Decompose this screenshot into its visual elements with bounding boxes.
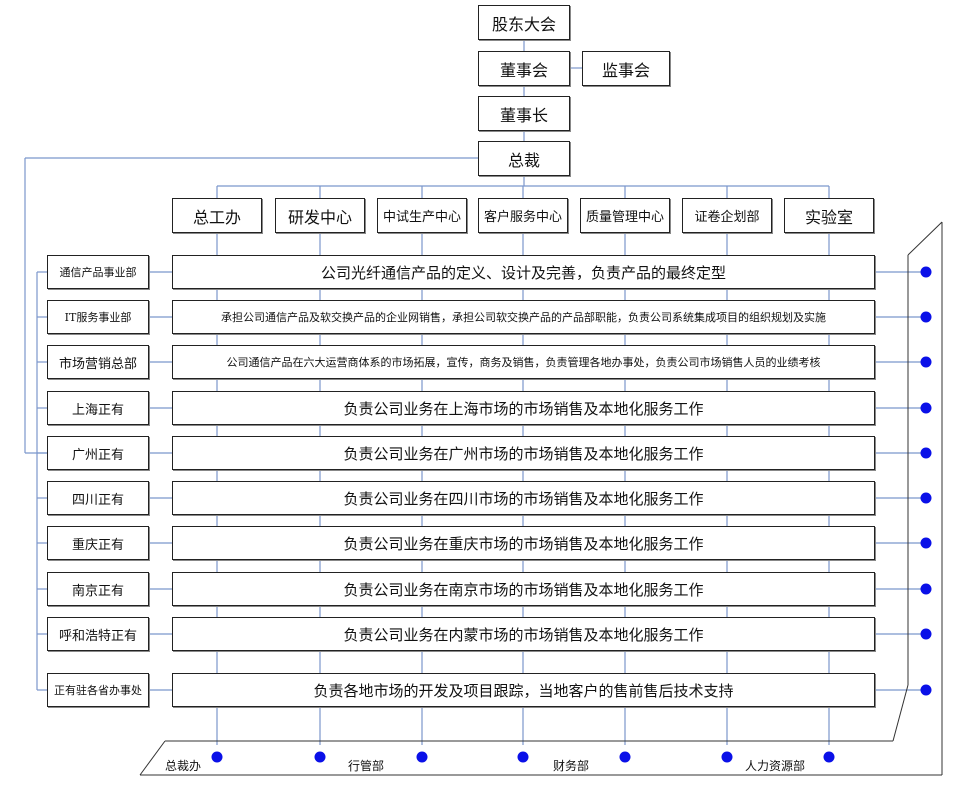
connector-line (892, 684, 909, 742)
unit-node: 通信产品事业部 (47, 255, 149, 289)
duty-box: 负责公司业务在四川市场的市场销售及本地化服务工作 (172, 481, 875, 515)
junction-dot (517, 751, 529, 763)
connector-line (139, 740, 166, 776)
junction-dot (314, 751, 326, 763)
junction-dot (920, 492, 932, 504)
junction-dot (920, 266, 932, 278)
junction-dot (920, 684, 932, 696)
junction-dot (920, 583, 932, 595)
junction-dot (920, 311, 932, 323)
unit-node: 上海正有 (47, 391, 149, 425)
duty-box: 公司通信产品在六大运营商体系的市场拓展，宣传，商务及销售，负责管理各地办事处，负… (172, 345, 875, 379)
center-node: 质量管理中心 (580, 198, 670, 233)
junction-dot (920, 402, 932, 414)
center-node: 实验室 (784, 198, 874, 233)
center-node: 总工办 (172, 198, 262, 233)
duty-box: 负责公司业务在上海市场的市场销售及本地化服务工作 (172, 391, 875, 425)
duty-box: 公司光纤通信产品的定义、设计及完善，负责产品的最终定型 (172, 255, 875, 289)
junction-dot (920, 628, 932, 640)
unit-node: 广州正有 (47, 436, 149, 470)
junction-dot (920, 447, 932, 459)
junction-dot (920, 537, 932, 549)
unit-node: IT服务事业部 (47, 300, 149, 334)
junction-dot (721, 751, 733, 763)
duty-box: 负责公司业务在内蒙市场的市场销售及本地化服务工作 (172, 617, 875, 651)
unit-node: 市场营销总部 (47, 345, 149, 379)
junction-dot (619, 751, 631, 763)
unit-node: 呼和浩特正有 (47, 617, 149, 651)
support-dept-label: 人力资源部 (745, 759, 806, 773)
junction-dot (920, 356, 932, 368)
junction-dot (823, 751, 835, 763)
center-node: 客户服务中心 (478, 198, 568, 233)
duty-box: 负责公司业务在重庆市场的市场销售及本地化服务工作 (172, 526, 875, 560)
duty-box: 负责公司业务在广州市场的市场销售及本地化服务工作 (172, 436, 875, 470)
unit-node: 重庆正有 (47, 526, 149, 560)
node-board: 董事会 (478, 51, 570, 86)
center-node: 中试生产中心 (377, 198, 467, 233)
node-supervisors: 监事会 (582, 51, 670, 86)
center-node: 研发中心 (275, 198, 365, 233)
duty-box: 承担公司通信产品及软交换产品的企业网销售，承担公司软交换产品的产品部职能，负责公… (172, 300, 875, 334)
support-dept-label: 总裁办 (165, 759, 202, 773)
center-node: 证卷企划部 (682, 198, 772, 233)
junction-dot (416, 751, 428, 763)
unit-node: 正有驻各省办事处 (47, 673, 149, 707)
connector-line (907, 221, 943, 256)
unit-node: 四川正有 (47, 481, 149, 515)
duty-box: 负责各地市场的开发及项目跟踪，当地客户的售前售后技术支持 (172, 673, 875, 707)
duty-box: 负责公司业务在南京市场的市场销售及本地化服务工作 (172, 572, 875, 606)
support-dept-label: 行管部 (348, 759, 385, 773)
junction-dot (211, 751, 223, 763)
node-shareholders: 股东大会 (478, 5, 570, 40)
support-dept-label: 财务部 (553, 759, 590, 773)
unit-node: 南京正有 (47, 572, 149, 606)
node-chairman: 董事长 (478, 96, 570, 131)
node-president: 总裁 (478, 141, 570, 176)
